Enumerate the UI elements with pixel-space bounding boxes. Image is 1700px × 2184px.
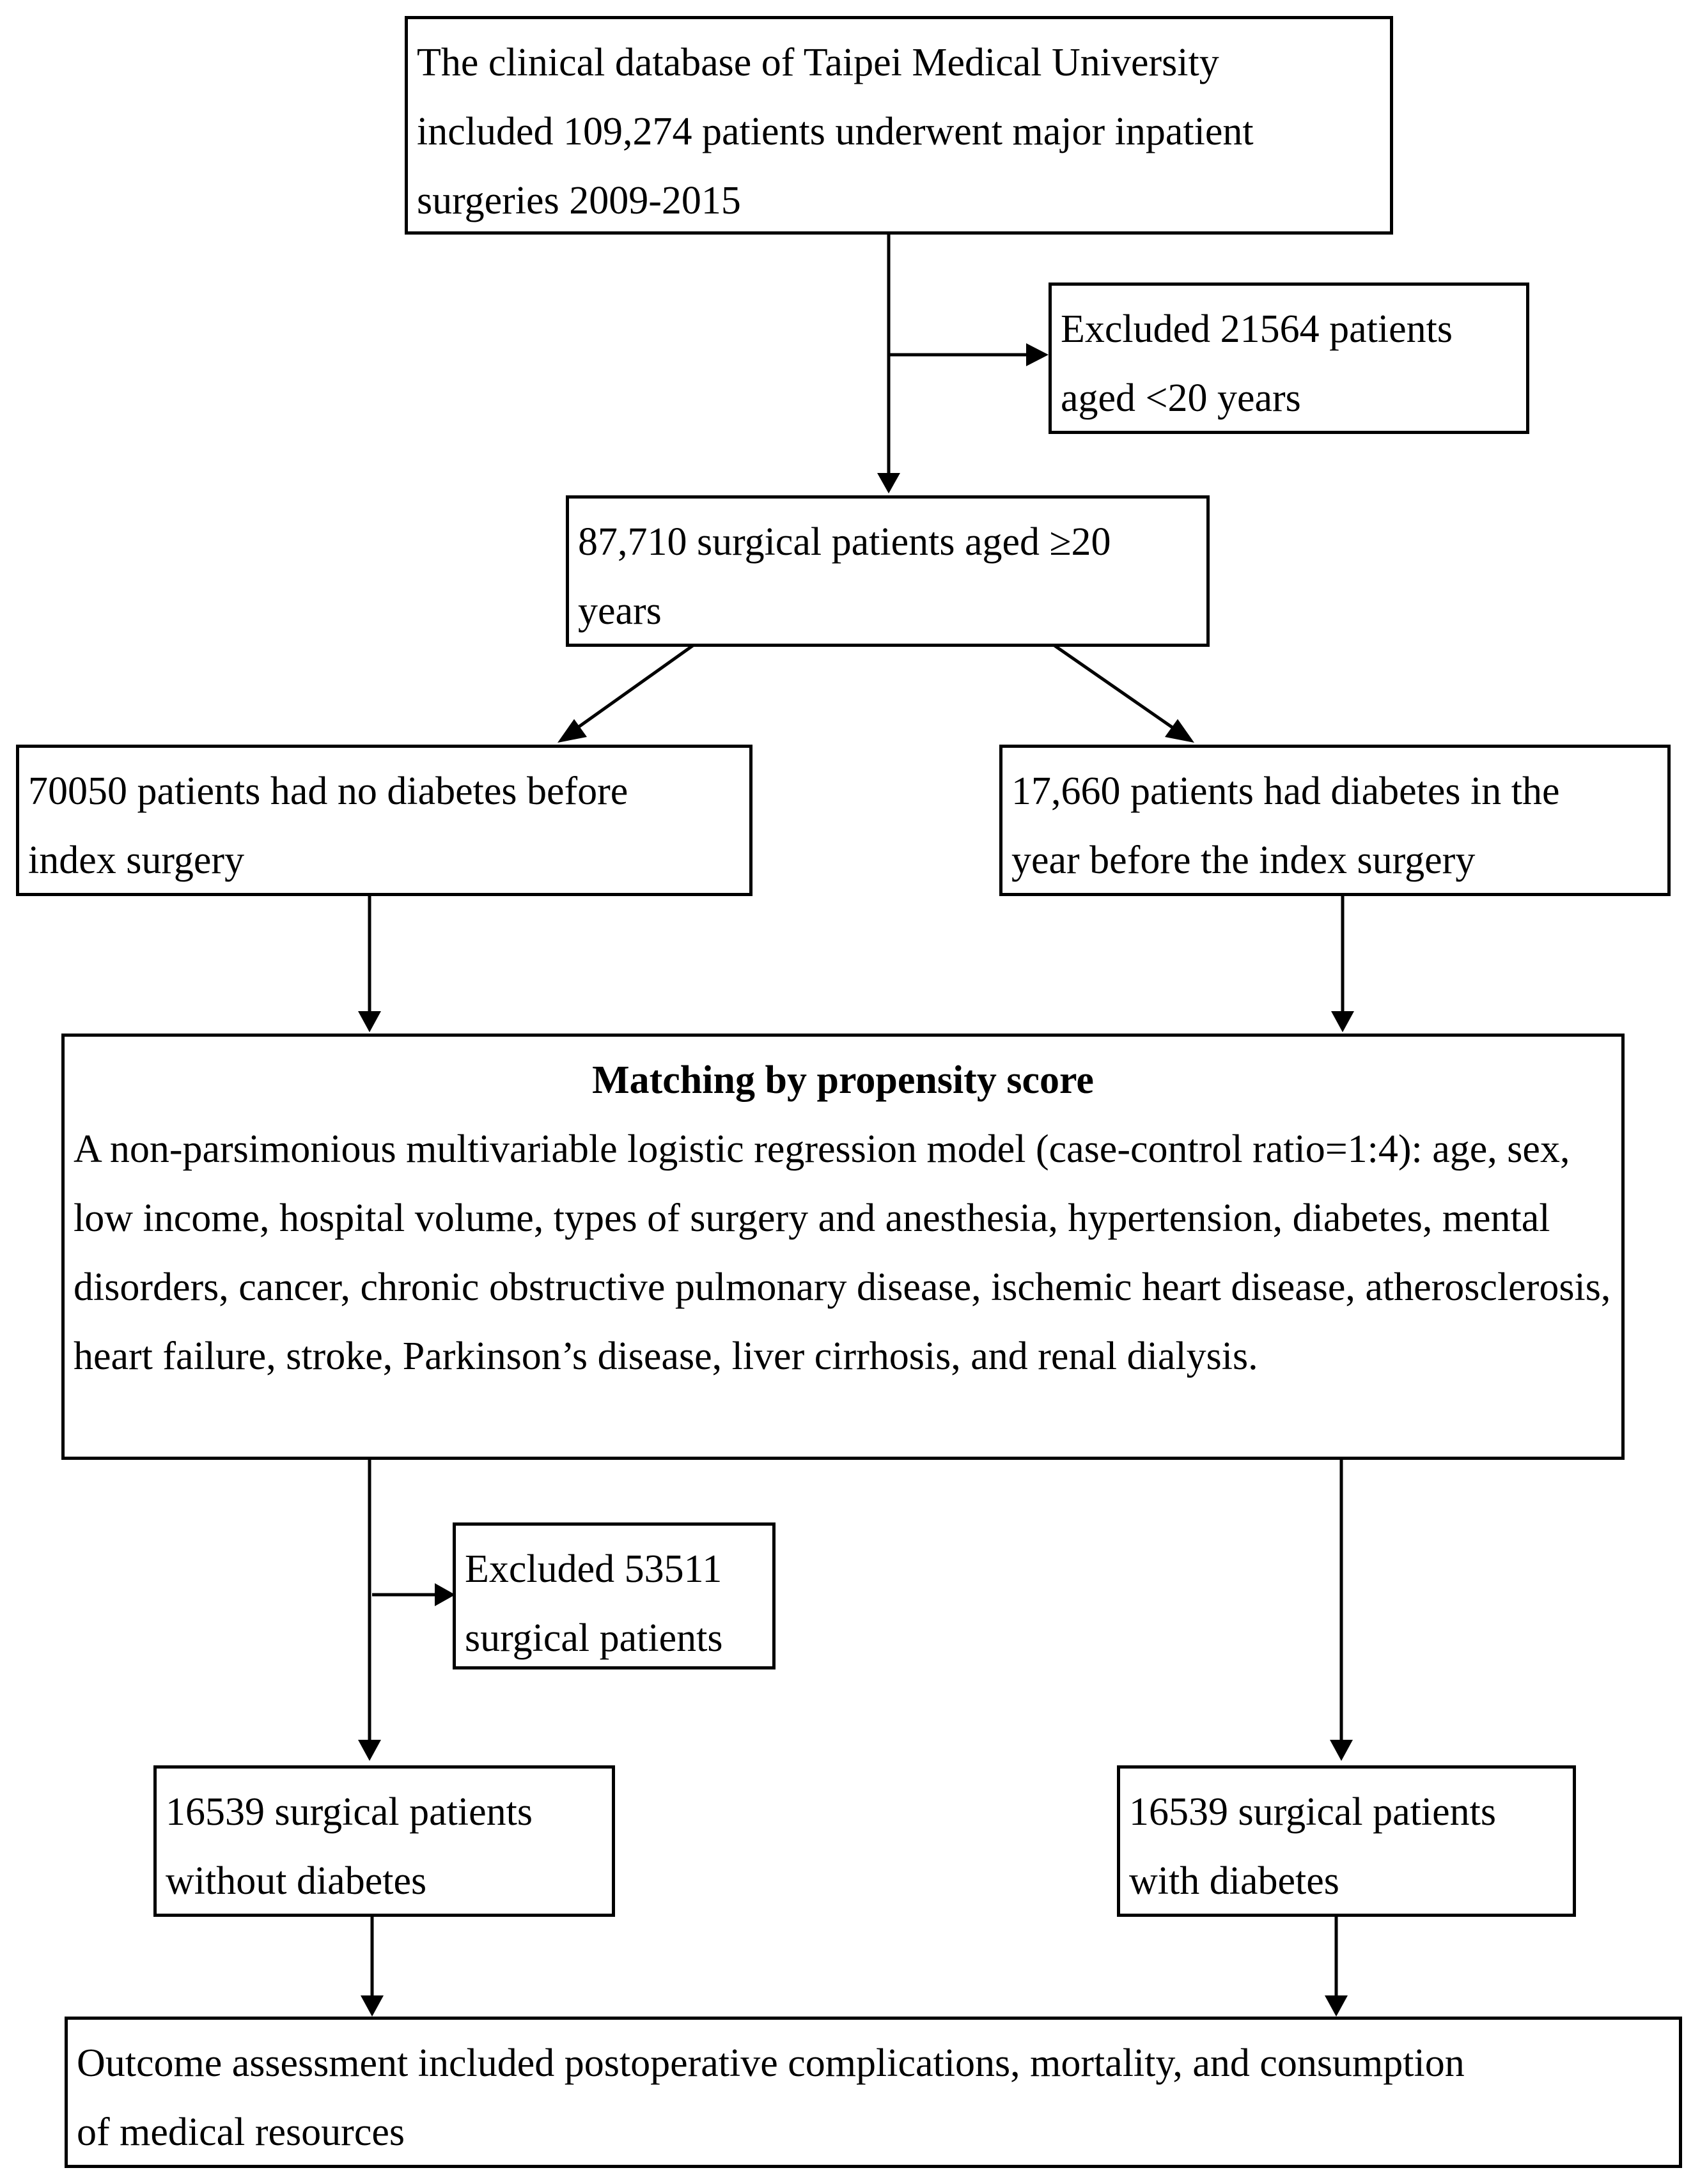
matching-title: Matching by propensity score <box>592 1058 1094 1102</box>
outcome-line-1: Outcome assessment included postoperativ… <box>77 2041 1465 2085</box>
arrowhead-diabetes <box>1165 719 1194 743</box>
matching-body: A non-parsimonious multivariable logisti… <box>74 1127 1611 1378</box>
arrowhead-no-diabetes <box>558 719 587 743</box>
arrowhead-matching-left <box>358 1011 381 1032</box>
arrowhead-matched-diabetes <box>1330 1740 1353 1761</box>
age-exclusion-box: Excluded 21564 patients aged <20 years <box>1049 283 1529 434</box>
arrow-adults-to-no-diabetes <box>568 642 697 736</box>
matching-exclusion-box: Excluded 53511 surgical patients <box>453 1522 776 1669</box>
age-exclusion-line-2: aged <20 years <box>1061 376 1301 420</box>
matched-diabetes-box: 16539 surgical patients with diabetes <box>1117 1765 1576 1917</box>
no-diabetes-line-2: index surgery <box>28 839 245 882</box>
arrowhead-outcome-left <box>361 1995 384 2017</box>
arrowhead-outcome-right <box>1325 1995 1348 2017</box>
diabetes-line-1: 17,660 patients had diabetes in the <box>1011 770 1560 813</box>
adults-box: 87,710 surgical patients aged ≥20 years <box>566 495 1210 647</box>
no-diabetes-box: 70050 patients had no diabetes before in… <box>16 745 753 896</box>
matching-exclusion-line-2: surgical patients <box>465 1616 723 1660</box>
matched-diabetes-line-2: with diabetes <box>1129 1859 1339 1903</box>
outcome-line-2: of medical resources <box>77 2110 405 2154</box>
database-line-1: The clinical database of Taipei Medical … <box>417 41 1219 84</box>
outcome-box: Outcome assessment included postoperativ… <box>65 2017 1682 2168</box>
adults-line-2: years <box>578 589 662 633</box>
arrowhead-age-exclusion <box>1026 343 1049 366</box>
diabetes-line-2: year before the index surgery <box>1011 839 1476 882</box>
matched-no-diabetes-line-2: without diabetes <box>166 1859 427 1903</box>
no-diabetes-line-1: 70050 patients had no diabetes before <box>28 770 628 813</box>
matched-no-diabetes-line-1: 16539 surgical patients <box>166 1790 533 1834</box>
diabetes-box: 17,660 patients had diabetes in the year… <box>999 745 1671 896</box>
database-box: The clinical database of Taipei Medical … <box>405 16 1393 235</box>
matched-no-diabetes-box: 16539 surgical patients without diabetes <box>153 1765 615 1917</box>
database-line-3: surgeries 2009-2015 <box>417 179 741 222</box>
age-exclusion-line-1: Excluded 21564 patients <box>1061 307 1453 351</box>
arrowhead-adults <box>877 473 900 493</box>
database-line-2: included 109,274 patients underwent majo… <box>417 110 1254 153</box>
matching-box: Matching by propensity score A non-parsi… <box>61 1034 1625 1460</box>
arrowhead-matched-no-diabetes <box>358 1740 381 1761</box>
matched-diabetes-line-1: 16539 surgical patients <box>1129 1790 1496 1834</box>
arrowhead-matching-right <box>1331 1011 1354 1032</box>
adults-line-1: 87,710 surgical patients aged ≥20 <box>578 520 1111 564</box>
matching-exclusion-line-1: Excluded 53511 <box>465 1547 722 1591</box>
arrow-adults-to-diabetes <box>1050 642 1183 736</box>
